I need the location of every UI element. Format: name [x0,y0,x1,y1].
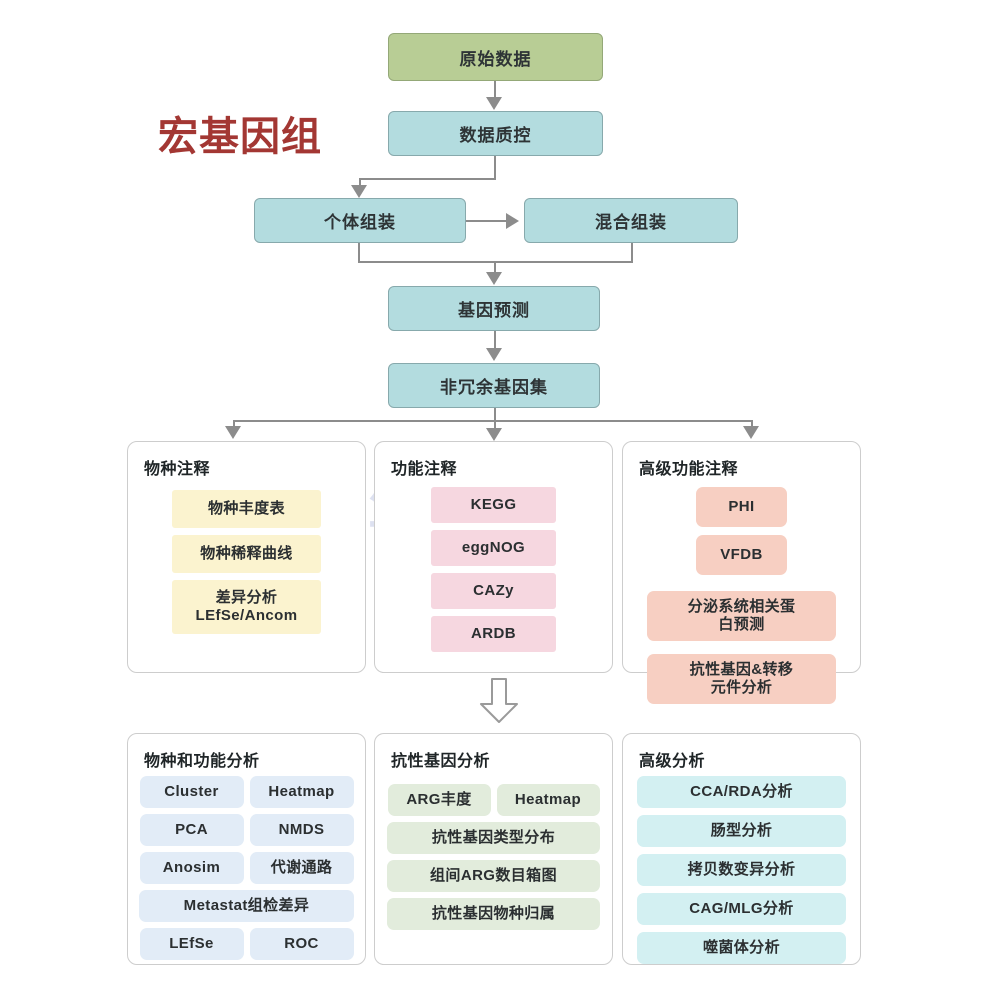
pipeline-box-individual-assembly-label: 个体组装 [324,213,396,232]
chip-arg-taxonomic-attribution: 抗性基因物种归属 [387,898,600,930]
panel-function-annotation: 功能注释 KEGG eggNOG CAZy ARDB [374,441,613,673]
chip-taxonomy-differential-analysis: 差异分析 LEfSe/Ancom [172,580,321,634]
panel-taxonomy-annotation-chips: 物种丰度表 物种稀释曲线 差异分析 LEfSe/Ancom [128,490,365,634]
connector-qc-to-individual [359,178,361,188]
connector-branch-right [751,420,753,428]
chip-secretion-system-protein-prediction: 分泌系统相关蛋 白预测 [647,591,836,641]
panel-taxonomy-function-analysis: 物种和功能分析 Cluster Heatmap PCA NMDS Anosim … [127,733,366,965]
arrow-to-function-panel [486,428,502,441]
panel-taxonomy-function-analysis-title: 物种和功能分析 [144,753,260,770]
arrow-raw-to-qc [486,97,502,110]
chip-phi: PHI [696,487,787,527]
panel-taxonomy-annotation-title: 物种注释 [144,461,211,478]
arrow-merge-to-gene-prediction [486,272,502,285]
pipeline-box-nr-gene-set: 非冗余基因集 [388,363,600,408]
panel-function-annotation-chips: KEGG eggNOG CAZy ARDB [375,487,612,652]
chip-taxonomy-rarefaction-curve: 物种稀释曲线 [172,535,321,573]
chip-ardb: ARDB [431,616,556,652]
chip-arg-heatmap: Heatmap [496,784,600,816]
connector-mixed-down [631,243,633,263]
connector-individual-to-mixed [466,220,508,222]
panel-advanced-function-annotation-title: 高级功能注释 [639,461,739,478]
panel-advanced-analysis-chips: CCA/RDA分析 肠型分析 拷贝数变异分析 CAG/MLG分析 噬菌体分析 [623,776,860,964]
connector-merge-to-gene [494,261,496,274]
chip-cluster: Cluster [139,776,244,808]
pipeline-box-individual-assembly: 个体组装 [254,198,466,243]
chip-pca: PCA [139,814,244,846]
chip-copy-number-variation-analysis: 拷贝数变异分析 [637,854,846,886]
panel-arg-analysis-title: 抗性基因分析 [391,753,491,770]
chip-cca-rda-analysis: CCA/RDA分析 [637,776,846,808]
connector-qc-down [494,156,496,180]
chip-roc: ROC [249,928,354,960]
panel-advanced-analysis-title: 高级分析 [639,753,706,770]
chip-arg-count-boxplot: 组间ARG数目箱图 [387,860,600,892]
pipeline-box-raw-data: 原始数据 [388,33,603,81]
arrow-gene-to-nr [486,348,502,361]
panel-advanced-analysis: 高级分析 CCA/RDA分析 肠型分析 拷贝数变异分析 CAG/MLG分析 噬菌… [622,733,861,965]
pipeline-box-mixed-assembly: 混合组装 [524,198,738,243]
page-title: 宏基因组 [158,114,322,159]
chip-taxonomy-abundance-table: 物种丰度表 [172,490,321,528]
chip-heatmap: Heatmap [249,776,354,808]
arrow-to-taxonomy-panel [225,426,241,439]
chip-arg-type-distribution: 抗性基因类型分布 [387,822,600,854]
chip-vfdb: VFDB [696,535,787,575]
chip-arg-abundance: ARG丰度 [387,784,491,816]
block-arrow-down-icon [478,678,520,729]
connector-raw-to-qc [494,81,496,99]
connector-branch-left [233,420,235,428]
panel-advanced-function-annotation: 高级功能注释 PHI VFDB 分泌系统相关蛋 白预测 抗性基因&转移 元件分析 [622,441,861,704]
chip-lefse: LEfSe [139,928,244,960]
arrow-qc-to-individual [351,185,367,198]
arrow-individual-to-mixed [506,213,519,229]
chip-metastat-group-difference: Metastat组检差异 [139,890,354,922]
pipeline-box-gene-prediction: 基因预测 [388,286,600,331]
pipeline-box-gene-prediction-label: 基因预测 [458,301,530,320]
chip-nmds: NMDS [249,814,354,846]
chip-cag-mlg-analysis: CAG/MLG分析 [637,893,846,925]
chip-enterotype-analysis: 肠型分析 [637,815,846,847]
pipeline-box-raw-data-label: 原始数据 [459,49,532,69]
chip-cazy: CAZy [431,573,556,609]
chip-anosim: Anosim [139,852,244,884]
panel-advanced-function-annotation-chips: PHI VFDB 分泌系统相关蛋 白预测 抗性基因&转移 元件分析 [623,487,860,704]
connector-qc-across [359,178,496,180]
connector-nr-branch-bus [233,420,753,422]
pipeline-box-mixed-assembly-label: 混合组装 [595,213,667,232]
pipeline-box-qc-label: 数据质控 [459,126,532,145]
connector-branch-center [494,420,496,432]
pipeline-box-nr-gene-set-label: 非冗余基因集 [440,378,548,397]
panel-taxonomy-function-analysis-chips: Cluster Heatmap PCA NMDS Anosim 代谢通路 Met… [128,776,365,960]
connector-nr-down [494,408,496,422]
chip-eggnog: eggNOG [431,530,556,566]
pipeline-box-qc: 数据质控 [388,111,603,156]
arrow-to-advanced-function-panel [743,426,759,439]
chip-metabolic-pathway: 代谢通路 [249,852,354,884]
panel-taxonomy-annotation: 物种注释 物种丰度表 物种稀释曲线 差异分析 LEfSe/Ancom [127,441,366,673]
chip-kegg: KEGG [431,487,556,523]
panel-arg-analysis-chips: ARG丰度 Heatmap 抗性基因类型分布 组间ARG数目箱图 抗性基因物种归… [375,784,612,930]
panel-function-annotation-title: 功能注释 [391,461,458,478]
chip-phage-analysis: 噬菌体分析 [637,932,846,964]
panel-arg-analysis: 抗性基因分析 ARG丰度 Heatmap 抗性基因类型分布 组间ARG数目箱图 … [374,733,613,965]
chip-arg-and-mge-analysis: 抗性基因&转移 元件分析 [647,654,836,704]
connector-individual-down [358,243,360,263]
connector-gene-to-nr [494,331,496,349]
